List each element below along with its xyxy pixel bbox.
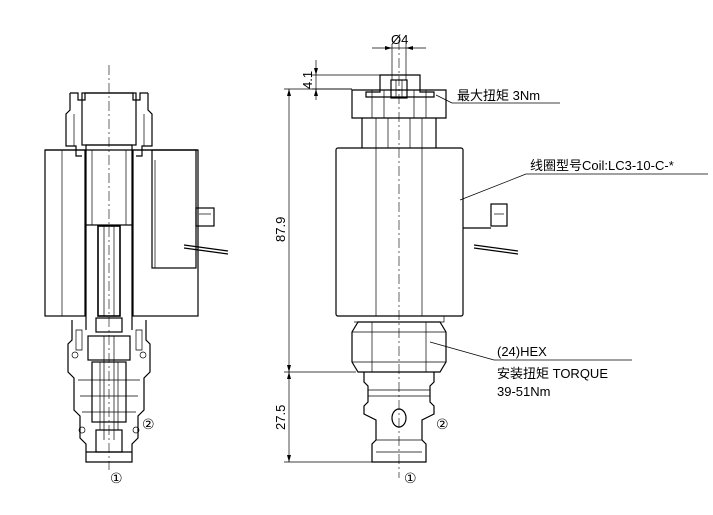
right-cartridge [363, 372, 435, 463]
dimension-top: 4.1 [300, 60, 392, 100]
left-port-2-label: ② [142, 417, 155, 433]
right-port-2-label: ② [436, 417, 449, 433]
dim-top-label: 4.1 [300, 71, 315, 89]
callout-nut-torque: 最大扭矩 3Nm [435, 88, 560, 104]
right-hex-nut [351, 315, 447, 373]
hex-size-label: (24)HEX [497, 344, 547, 359]
left-coil [44, 149, 229, 317]
dim-cartridge-label: 27.5 [273, 405, 288, 430]
left-top-nut [65, 92, 153, 157]
dim-total-label: 87.9 [273, 217, 288, 242]
left-port-1-label: ① [110, 471, 123, 487]
left-section-view: ② ① [44, 65, 229, 487]
callout-install-torque: (24)HEX 安装扭矩 TORQUE 39-51Nm [429, 341, 632, 399]
right-port-1-label: ① [404, 471, 417, 487]
right-top-nut [351, 74, 447, 148]
dimension-cartridge: 27.5 [273, 372, 372, 463]
dimension-total: 87.9 [273, 88, 356, 373]
nut-torque-label: 最大扭矩 3Nm [457, 88, 540, 103]
callout-coil-model: 线圈型号Coil:LC3-10-C-* [459, 158, 708, 201]
dim-bore-label: Ø4 [391, 32, 408, 47]
right-coil [335, 147, 519, 317]
torque-value-label: 39-51Nm [497, 384, 550, 399]
left-armature [85, 144, 133, 330]
right-external-view: Ø4 4.1 87.9 27.5 [273, 32, 708, 487]
coil-model-label: 线圈型号Coil:LC3-10-C-* [530, 158, 674, 173]
left-cartridge [67, 317, 151, 463]
install-torque-label: 安装扭矩 TORQUE [497, 366, 608, 381]
dimension-bore: Ø4 [372, 32, 426, 80]
